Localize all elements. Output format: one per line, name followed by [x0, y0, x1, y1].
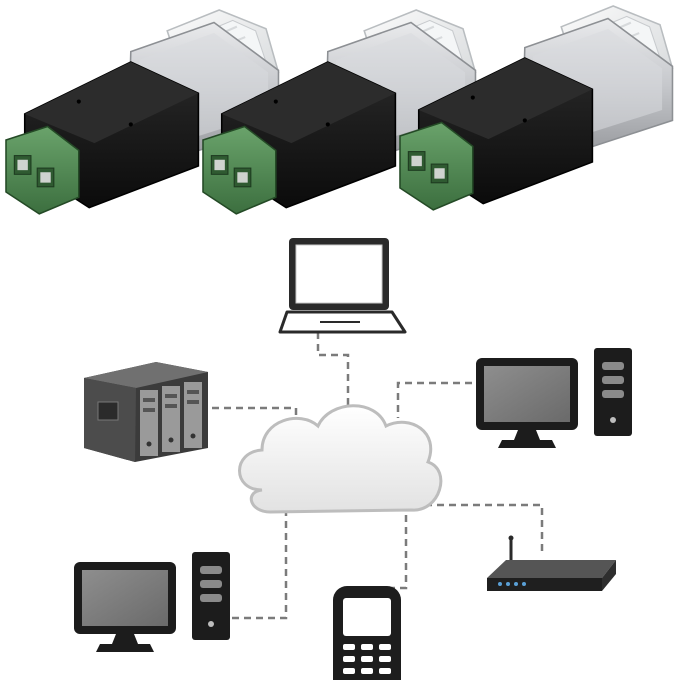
mobile-phone-icon	[333, 586, 401, 680]
server-rack-icon	[84, 362, 208, 462]
router-icon	[487, 535, 616, 591]
desktop-computer-icon-right	[476, 348, 632, 448]
desktop-computer-icon-left	[74, 552, 230, 652]
laptop-icon	[278, 238, 407, 334]
cloud-icon	[238, 404, 443, 514]
